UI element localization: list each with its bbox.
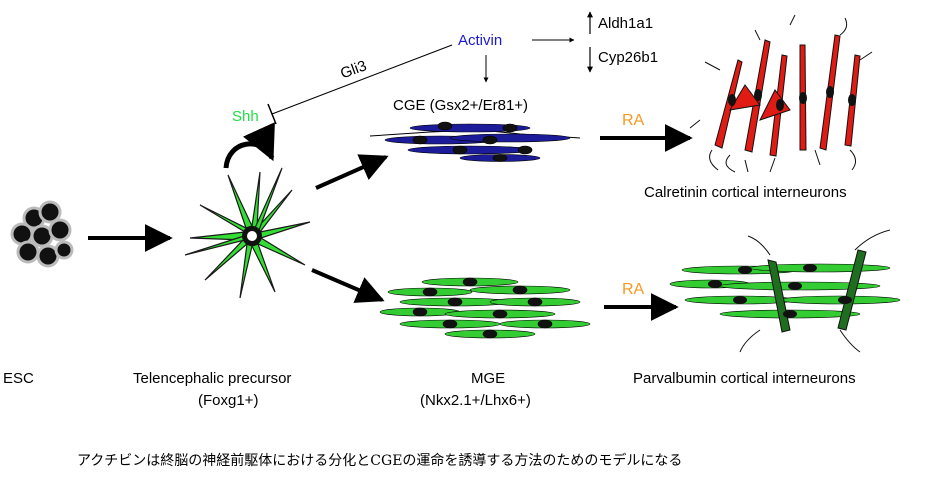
parvalbumin-cells xyxy=(669,229,901,353)
ra-bottom-label: RA xyxy=(622,281,645,298)
parvalbumin-label: Parvalbumin cortical interneurons xyxy=(633,370,856,387)
telencephalic-rosette xyxy=(184,167,311,299)
activin-label: Activin xyxy=(458,32,502,49)
mge-marker-label: (Nkx2.1+/Lhx6+) xyxy=(420,392,531,409)
cge-cells xyxy=(369,121,581,162)
figure-caption: アクチビンは終脳の神経前駆体における分化とCGEの運命を誘導する方法のためのモデ… xyxy=(77,452,682,469)
ra-top-label: RA xyxy=(622,112,645,129)
inhibition-bar xyxy=(267,103,277,125)
esc-label: ESC xyxy=(3,370,34,387)
mge-label: MGE xyxy=(471,370,505,387)
cge-label: CGE (Gsx2+/Er81+) xyxy=(393,97,528,114)
gene-up-label: Aldh1a1 xyxy=(598,15,653,32)
gli3-inhibition-line xyxy=(271,44,453,115)
shh-label: Shh xyxy=(232,108,259,125)
arrow-telencephalic-to-mge xyxy=(311,268,385,303)
gene-down-label: Cyp26b1 xyxy=(598,49,658,66)
calretinin-cells xyxy=(689,14,873,173)
telencephalic-label: Telencephalic precursor xyxy=(133,370,291,387)
telencephalic-marker-label: (Foxg1+) xyxy=(198,392,258,409)
arrow-telencephalic-to-cge xyxy=(315,154,389,190)
mge-cells xyxy=(379,277,591,339)
autocrine-shh-arrow xyxy=(223,122,275,169)
esc-cell-cluster xyxy=(10,200,74,268)
calretinin-label: Calretinin cortical interneurons xyxy=(644,184,847,201)
